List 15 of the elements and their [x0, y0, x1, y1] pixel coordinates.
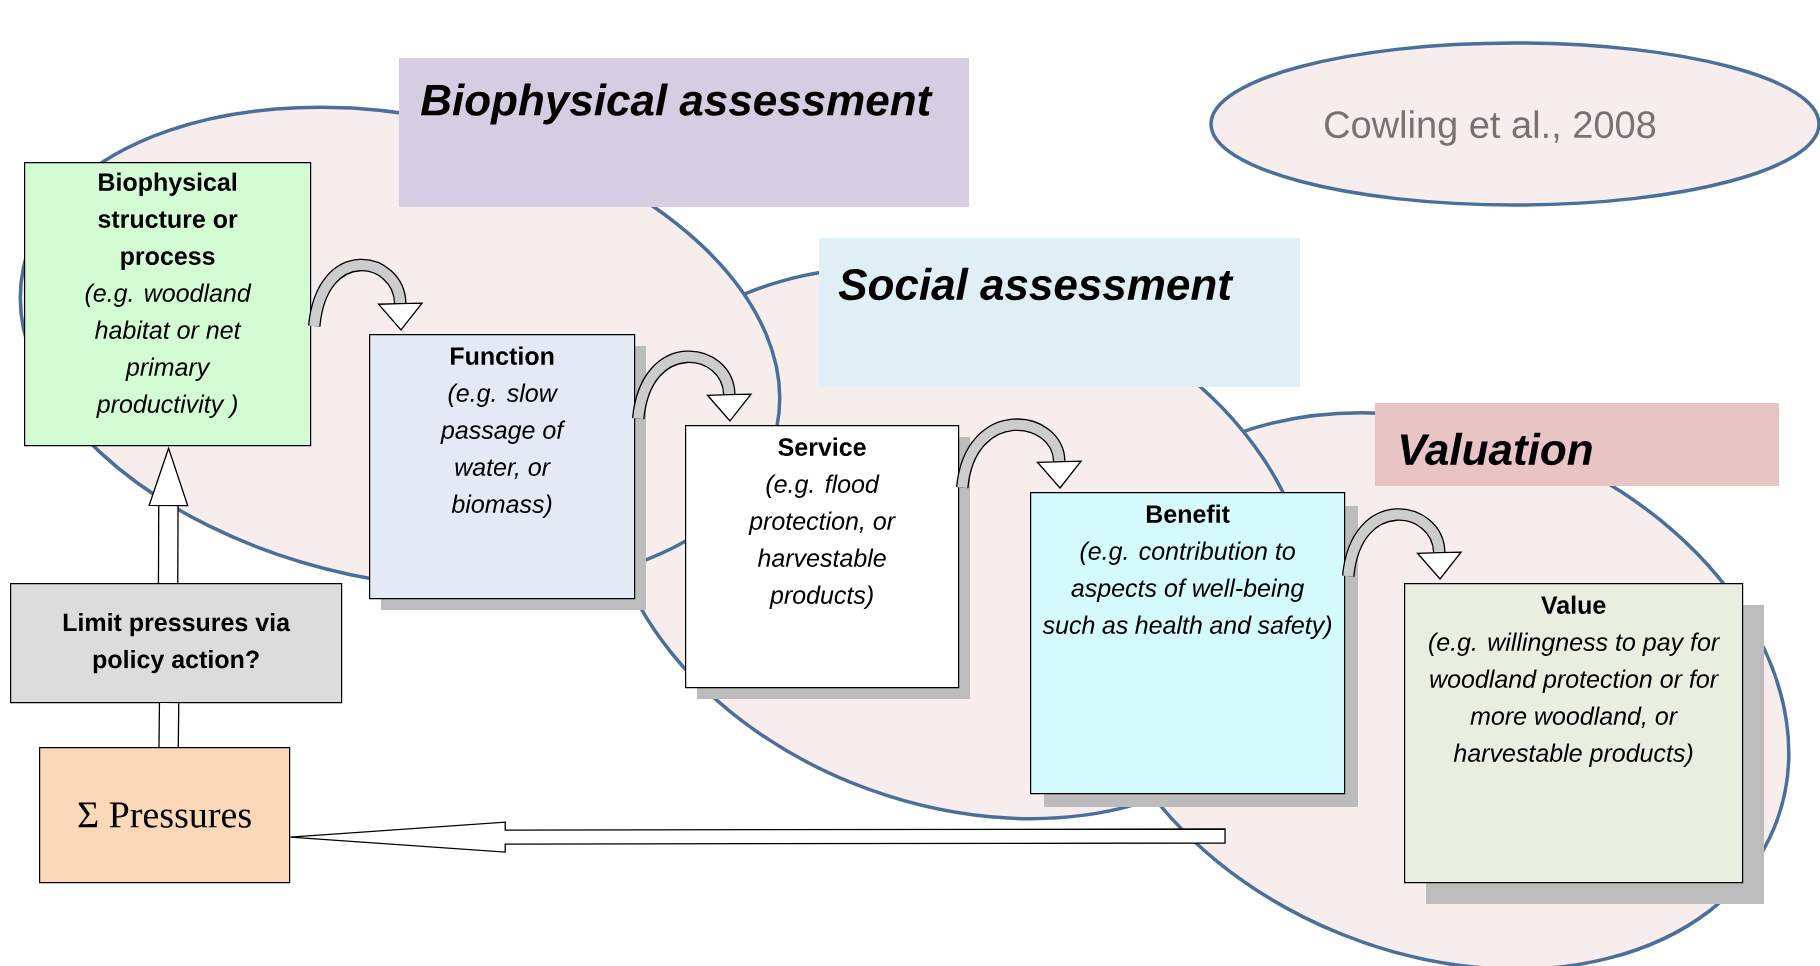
process-box: Function (e.g. slow passage of water, or biomass)	[369, 334, 646, 610]
arrow	[1342, 508, 1463, 580]
heading-box: Biophysical assessment	[399, 58, 969, 207]
heading-box: Social assessment	[819, 238, 1300, 387]
arrow	[308, 258, 424, 331]
arrow	[956, 418, 1083, 489]
process-box: Service (e.g. flood protection, or harvestable products)	[685, 425, 970, 699]
arrow	[632, 350, 753, 422]
process-box: Biophysical structure or process (e.g. woodland habitat or net primary productivity )	[24, 162, 312, 447]
question-box: Limit pressures via policy action?	[10, 583, 343, 704]
process-box: Value (e.g. willingness to pay for woodland protection or for more woodland, or harvestable products)	[1404, 583, 1764, 904]
heading-box: Valuation	[1375, 403, 1779, 486]
arrow	[289, 821, 1226, 853]
pressures-box: Σ Pressures	[39, 747, 291, 884]
process-box: Benefit (e.g. contribution to aspects of well-being such as health and safety)	[1030, 492, 1358, 807]
